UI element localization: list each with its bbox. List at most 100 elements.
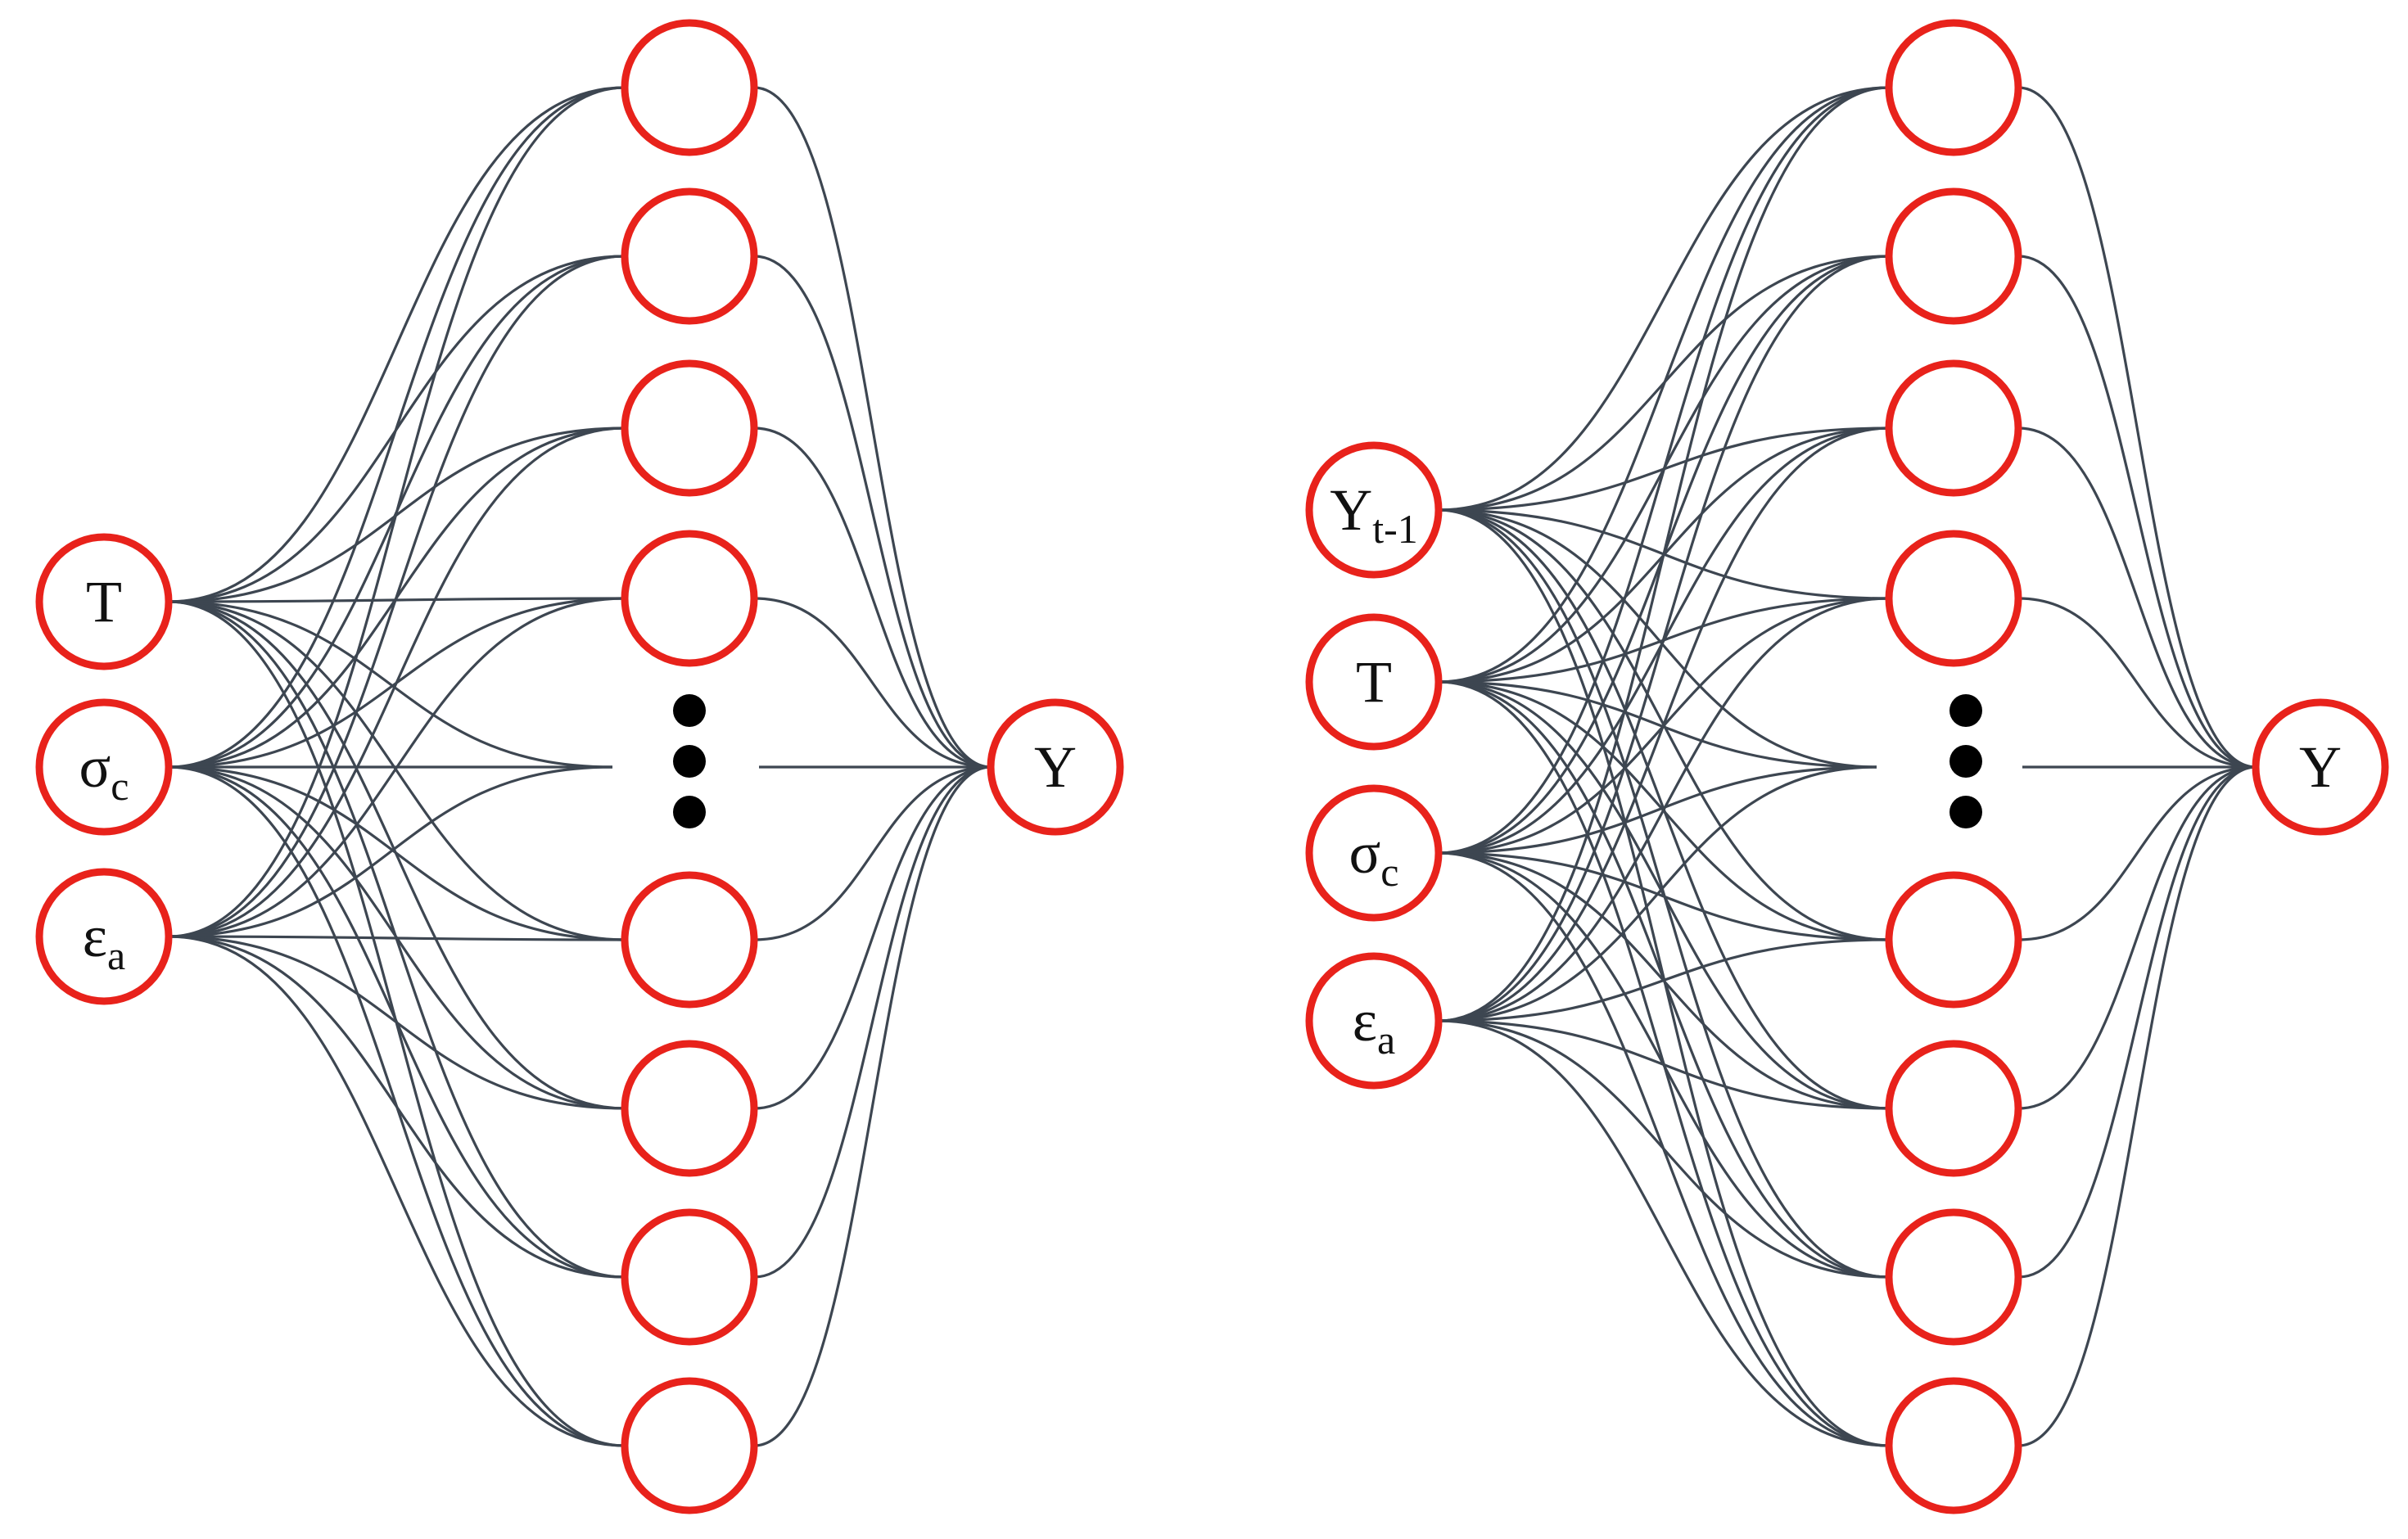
left-network-hidden-node-6-circle [621,1208,758,1346]
left-network-edge-in2-h7 [168,935,626,1447]
right-network-input-node-2-label-base: σ [1349,820,1380,886]
left-network-edge-in2-h1 [168,255,626,938]
right-network-edge-h1-out [2017,255,2257,769]
right-network-edge-in3-h7 [1438,1019,1890,1447]
right-network-input-node-3: εa [1305,952,1443,1090]
left-network-input-node-2-label-base: ε [83,904,107,969]
right-network-input-node-3-label: εa [1353,988,1395,1063]
left-network-hidden-node-6 [621,1208,758,1346]
left-network-hidden-node-1-circle [621,187,758,325]
left-network-hidden-node-0-circle [621,19,758,156]
right-network-hidden-node-4 [1885,871,2022,1009]
right-network-edge-in0-ellipsis [1438,508,1877,769]
left-network-hidden-node-5-circle [621,1040,758,1177]
left-network-input-node-0: T [35,533,173,670]
right-network-hidden-node-0 [1885,19,2022,156]
right-network-ellipsis-dot-2 [1949,796,1982,828]
right-network-output-node: Y [2252,698,2389,836]
right-network-input-node-2-label: σc [1349,820,1398,895]
right-network-hidden-node-1-circle [1885,187,2022,325]
right-network-hidden-node-7 [1885,1377,2022,1514]
right-network-input-node-3-label-base: ε [1353,988,1377,1054]
right-network-input-node-2: σc [1305,784,1443,922]
left-network-edge-in1-h0 [168,86,626,769]
right-network-edge-in3-h3 [1438,597,1890,1022]
left-network-edge-h1-out [753,255,992,769]
right-network-edge-h4-out [2017,765,2257,941]
connections-layer [168,86,2257,1447]
left-network-input-node-0-label-base: T [86,569,122,634]
right-network-hidden-node-5 [1885,1040,2022,1177]
left-network-input-node-0-label: T [86,569,122,634]
right-network-hidden-node-0-circle [1885,19,2022,156]
right-network-output-node-circle [2252,698,2389,836]
right-network-hidden-node-3-circle [1885,530,2022,667]
right-network-input-node-0: Yt-1 [1305,441,1443,579]
right-network-hidden-node-6-circle [1885,1208,2022,1346]
left-network-input-node-1-label-subscript: c [111,763,129,809]
right-network-edge-h5-out [2017,765,2257,1110]
left-network-hidden-node-0 [621,19,758,156]
right-network-edge-in3-h1 [1438,255,1890,1022]
right-network-edge-in2-h0 [1438,86,1890,855]
left-network-hidden-node-7 [621,1377,758,1514]
left-network-edge-h7-out [753,765,992,1447]
left-network-edge-in2-h2 [168,426,626,938]
right-network-input-node-1-circle [1305,613,1443,751]
right-network-edge-in1-ellipsis [1438,680,1877,769]
left-network-edge-h3-out [753,597,992,769]
left-network-ellipsis-dot-2 [673,796,706,828]
left-network-input-node-1-circle [35,698,173,836]
left-network-hidden-node-4 [621,871,758,1009]
left-network-input-node-2: εa [35,868,173,1005]
left-network-input-node-1-label: σc [79,734,129,809]
right-network-hidden-node-7-circle [1885,1377,2022,1514]
left-network-hidden-node-4-circle [621,871,758,1009]
left-network-hidden-node-2-circle [621,359,758,497]
right-network-edge-h0-out [2017,86,2257,769]
right-network-edge-in2-ellipsis [1438,765,1877,855]
right-network-input-node-0-label-subscript: t-1 [1372,506,1418,552]
left-network-hidden-node-3 [621,530,758,667]
left-network-edge-in0-h4 [168,600,626,941]
right-network-hidden-node-2 [1885,359,2022,497]
right-network-edge-in2-h4 [1438,851,1890,941]
left-network-output-node-label-base: Y [1034,734,1077,800]
right-network-edge-in3-h6 [1438,1019,1890,1279]
right-network-output-node-label-base: Y [2299,734,2342,800]
right-network-edge-h6-out [2017,765,2257,1279]
right-network-edge-in3-h2 [1438,426,1890,1022]
left-network-hidden-node-3-circle [621,530,758,667]
right-network-edge-in3-h0 [1438,86,1890,1022]
left-network-output-node: Y [987,698,1124,836]
left-network-input-node-2-label-subscript: a [107,932,125,978]
right-network-input-node-0-label-base: Y [1330,477,1372,543]
right-network-edge-h3-out [2017,597,2257,769]
right-network-ellipsis-dot-0 [1949,694,1982,727]
right-network-input-node-3-label-subscript: a [1377,1017,1395,1063]
left-network-edge-h6-out [753,765,992,1279]
left-network-edge-in2-h5 [168,935,626,1110]
left-network-edge-h0-out [753,86,992,769]
right-network-input-node-0-label: Yt-1 [1330,477,1418,552]
left-network-input-node-1: σc [35,698,173,836]
right-network-input-node-2-circle [1305,784,1443,922]
left-network-input-node-2-circle [35,868,173,1005]
left-network-edge-h5-out [753,765,992,1110]
right-network-hidden-node-4-circle [1885,871,2022,1009]
right-network-input-node-1-label-base: T [1356,649,1392,715]
right-network-input-node-1: T [1305,613,1443,751]
right-network-edge-in3-ellipsis [1438,765,1877,1022]
right-network-edge-in1-h0 [1438,86,1890,684]
left-network-input-node-2-label: εa [83,904,125,978]
right-network-input-node-2-label-subscript: c [1380,849,1398,895]
right-network-edge-in0-h0 [1438,86,1890,512]
right-network-hidden-node-5-circle [1885,1040,2022,1177]
left-network-edge-in2-h0 [168,86,626,938]
left-network-edge-in2-ellipsis [168,765,613,938]
left-network-hidden-node-2 [621,359,758,497]
left-network-edge-in1-h4 [168,765,626,941]
left-network-edge-in2-h6 [168,935,626,1279]
left-network-input-node-1-label-base: σ [79,734,111,800]
